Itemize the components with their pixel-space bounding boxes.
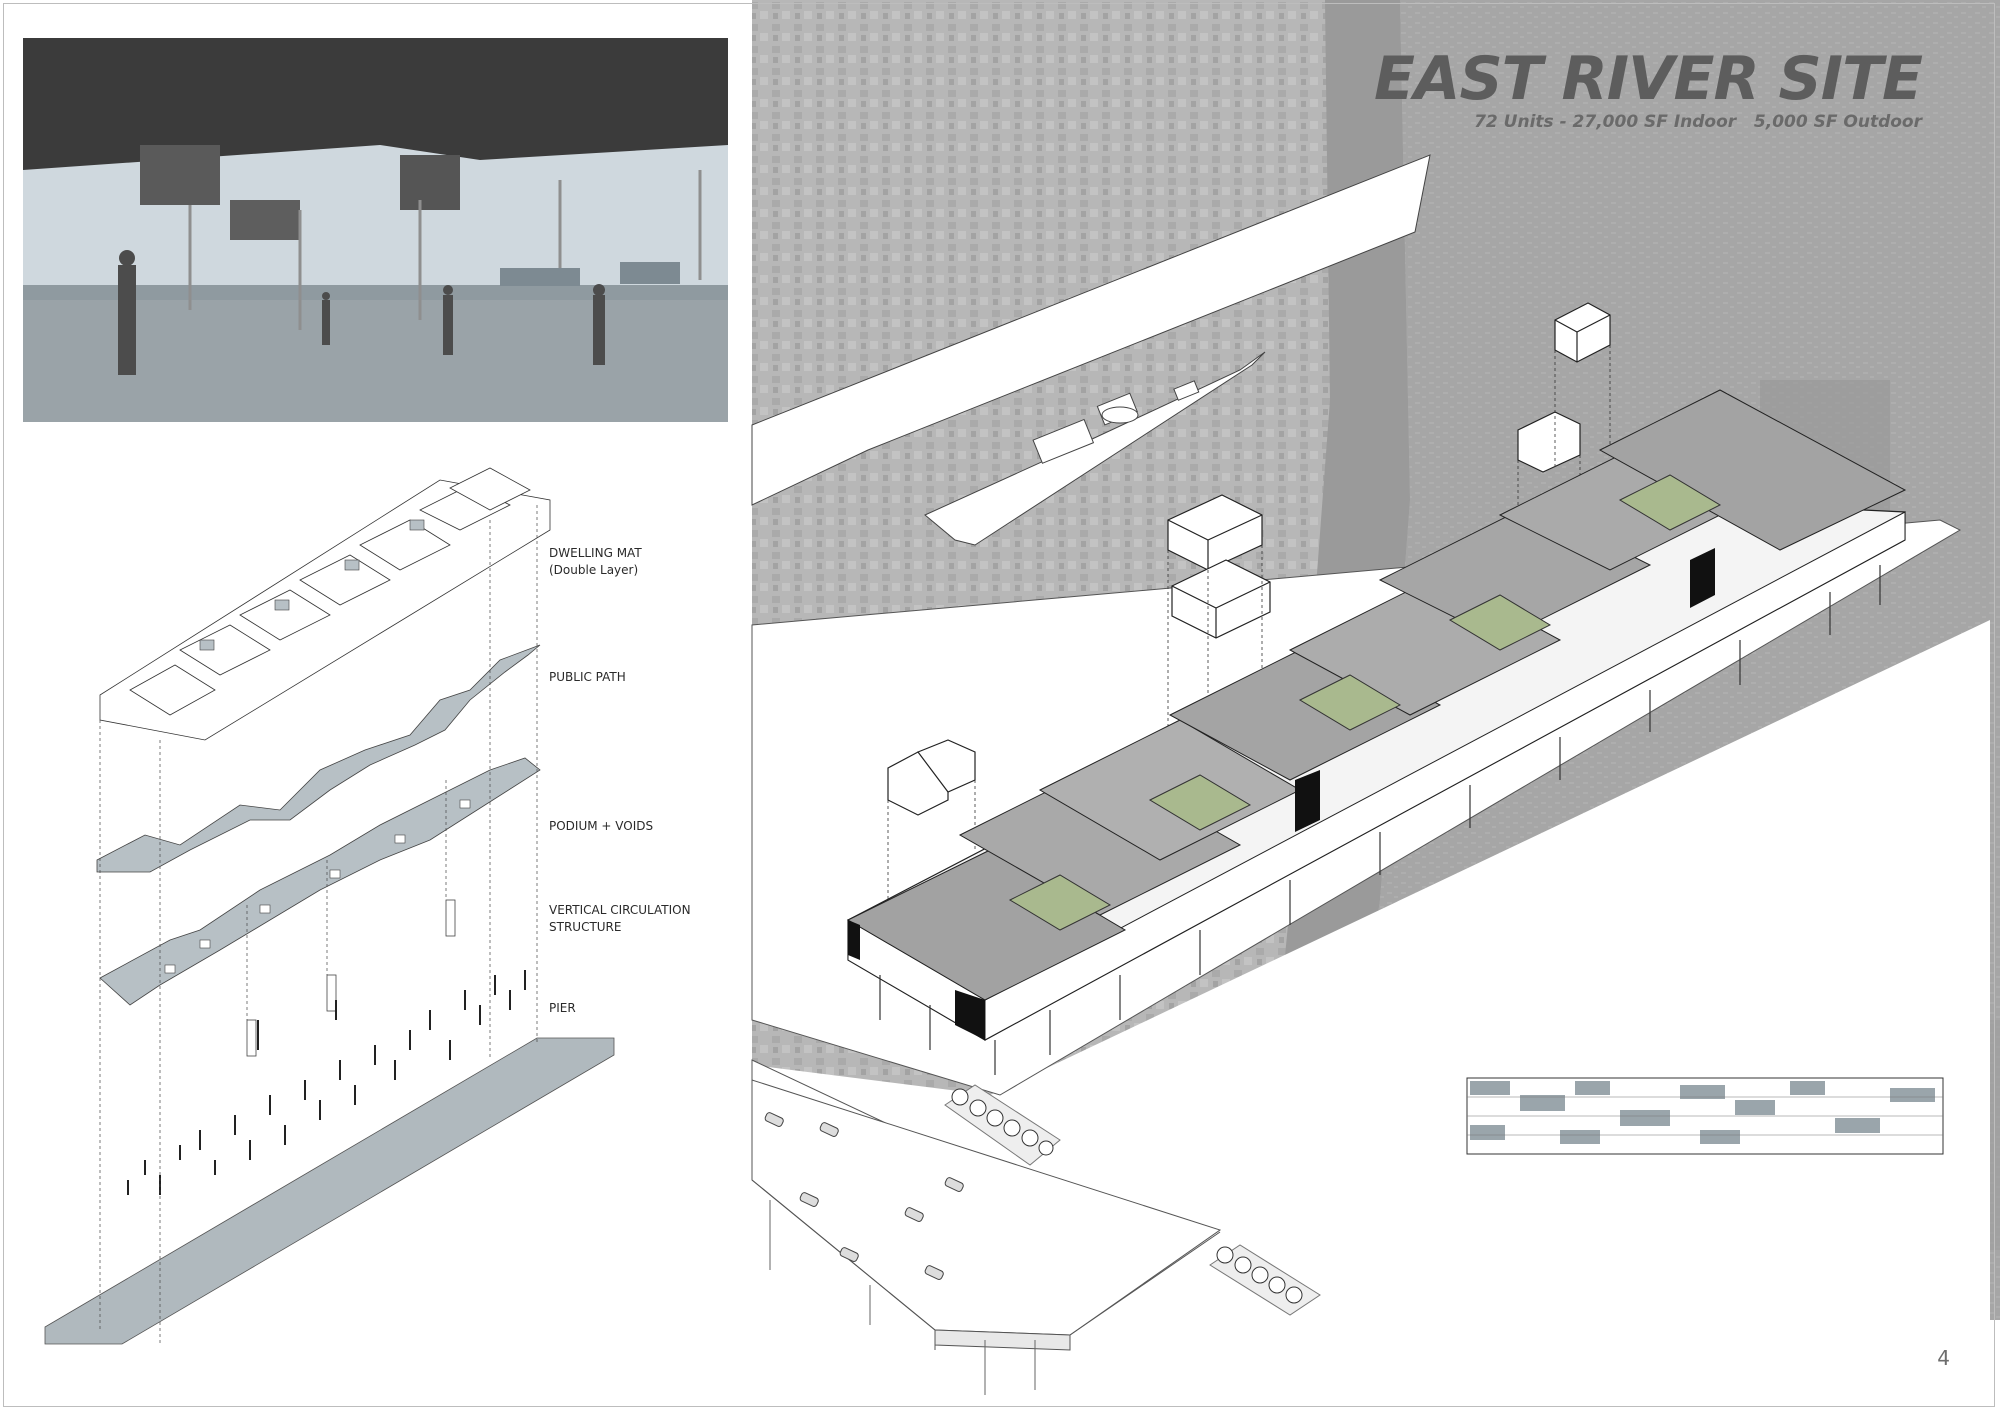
layer-label-text: PODIUM + VOIDS — [549, 819, 654, 833]
dwelling-mat-building — [846, 389, 1907, 1041]
page-subtitle: 72 Units - 27,000 SF Indoor 5,000 SF Out… — [1474, 112, 1922, 132]
layer-label-text: PIER — [549, 1001, 576, 1015]
layer-sublabel-text: STRUCTURE — [549, 920, 622, 934]
highway — [751, 1059, 1222, 1395]
layer-label-podium-voids: PODIUM + VOIDS — [549, 818, 653, 835]
layer-label-text: DWELLING MAT — [549, 546, 642, 560]
ship-outline — [924, 351, 1266, 546]
pier-piles — [127, 970, 526, 1195]
layer-label-text: VERTICAL CIRCULATION — [549, 903, 691, 917]
pier-columns — [879, 565, 1881, 1075]
exploded-layer-diagram — [44, 467, 615, 1345]
tree-planters — [944, 1084, 1321, 1316]
layer-label-vertical-circulation: VERTICAL CIRCULATION STRUCTURE — [549, 902, 691, 936]
upper-pier-plane — [751, 154, 1431, 506]
layer-label-dwelling-mat: DWELLING MAT (Double Layer) — [549, 545, 642, 579]
page-title: EAST RIVER SITE — [1374, 44, 1923, 114]
site-plan-thumbnail — [1466, 1077, 1944, 1155]
layer-label-pier: PIER — [549, 1000, 576, 1017]
page-number: 4 — [1937, 1346, 1950, 1370]
underpier-rendering — [23, 38, 728, 422]
layer-label-text: PUBLIC PATH — [549, 670, 626, 684]
layer-label-public-path: PUBLIC PATH — [549, 669, 626, 686]
sheet-border — [3, 3, 1995, 1407]
layer-sublabel-text: (Double Layer) — [549, 563, 639, 577]
